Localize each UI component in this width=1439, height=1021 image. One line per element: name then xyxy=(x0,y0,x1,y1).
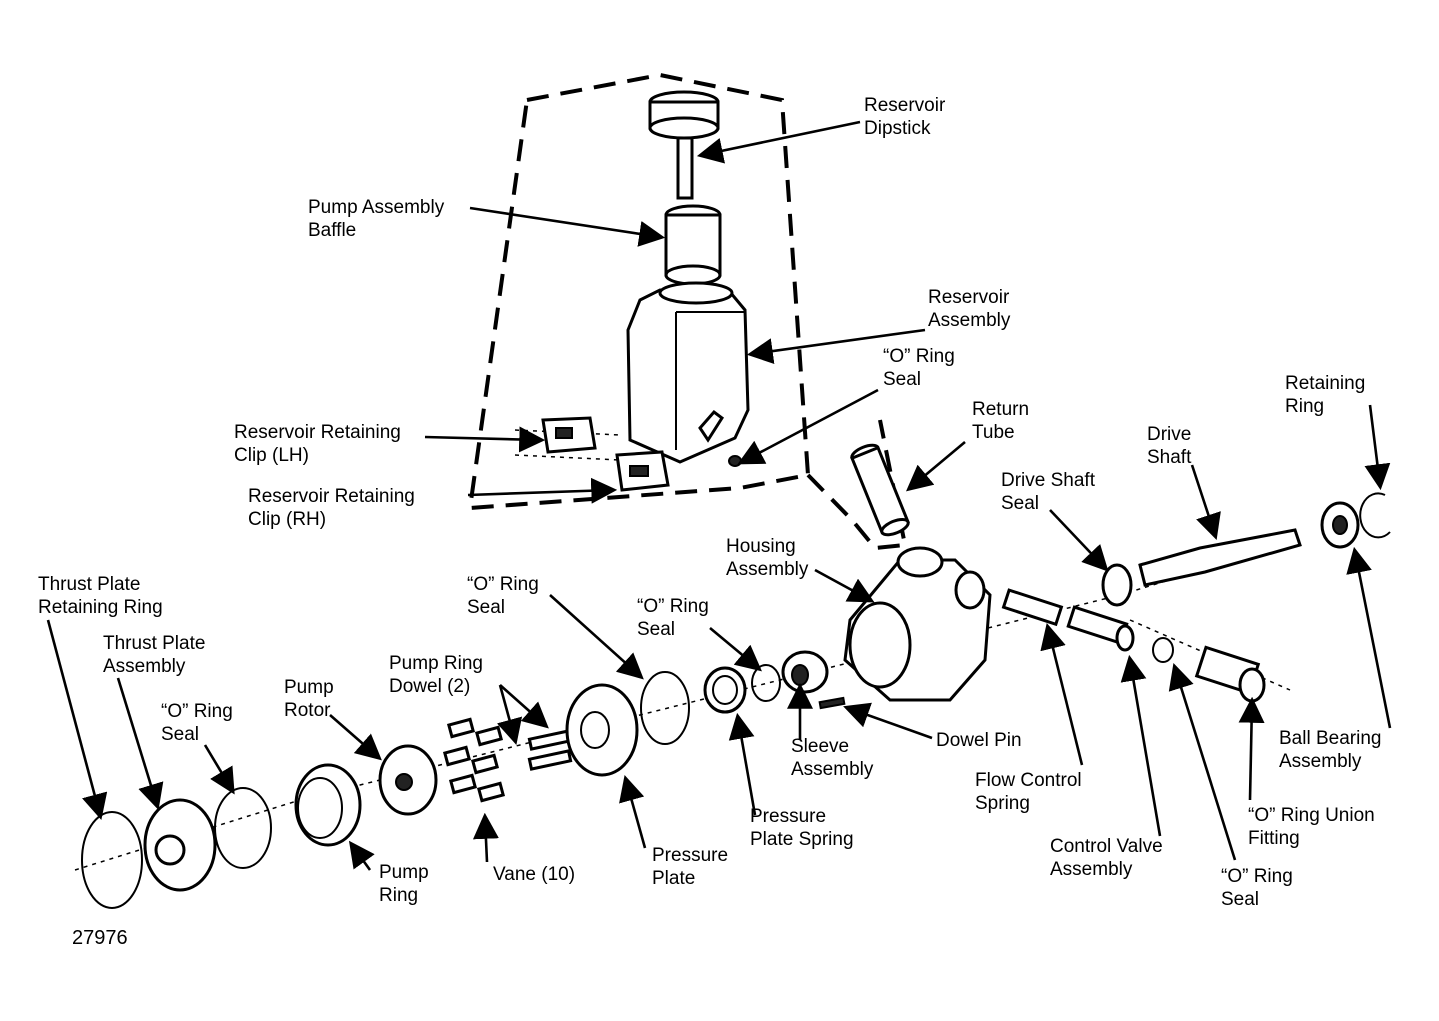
dowel-pin-part xyxy=(818,696,846,710)
thrust-plate-retaining-ring-part xyxy=(81,811,143,909)
o-ring-seal-left-part xyxy=(214,787,272,869)
reservoir-retaining-clip-lh-part xyxy=(541,416,597,454)
pump-ring-part xyxy=(294,763,362,847)
label-pump-rotor: Pump Rotor xyxy=(284,677,334,721)
label-pump-ring-dowel: Pump Ring Dowel (2) xyxy=(389,653,483,697)
thrust-plate-assembly-part xyxy=(143,798,217,892)
pump-assembly-baffle-part xyxy=(664,204,722,286)
label-ball-bearing-assembly: Ball Bearing Assembly xyxy=(1279,728,1382,772)
return-tube-part xyxy=(850,443,910,537)
label-sleeve-assembly: Sleeve Assembly xyxy=(791,736,874,780)
label-reservoir-dipstick: Reservoir Dipstick xyxy=(864,95,946,139)
drive-shaft-part xyxy=(1138,528,1302,587)
label-o-ring-seal-mid2: “O” Ring Seal xyxy=(637,596,709,640)
label-pump-assembly-baffle: Pump Assembly Baffle xyxy=(308,197,445,241)
label-retaining-ring: Retaining Ring xyxy=(1285,373,1366,417)
pressure-plate-spring-part xyxy=(703,666,747,714)
label-drive-shaft-seal: Drive Shaft Seal xyxy=(1001,470,1095,514)
vanes-part xyxy=(442,717,506,803)
sleeve-assembly-part xyxy=(781,650,829,694)
ball-bearing-assembly-part xyxy=(1320,501,1360,549)
top-o-ring-part xyxy=(728,455,742,467)
label-flow-control-spring: Flow Control Spring xyxy=(975,770,1082,814)
label-o-ring-seal-left: “O” Ring Seal xyxy=(161,701,233,745)
control-valve-assembly-part xyxy=(1066,605,1135,652)
label-drive-shaft: Drive Shaft xyxy=(1147,424,1192,468)
o-ring-seal-mid1-part xyxy=(640,671,690,745)
label-o-ring-seal-top: “O” Ring Seal xyxy=(883,346,955,390)
reservoir-dipstick-part xyxy=(648,90,720,200)
housing-assembly-part xyxy=(843,546,992,702)
reservoir-assembly-part xyxy=(626,281,750,464)
drive-shaft-seal-part xyxy=(1101,563,1133,607)
o-ring-union-fitting-part xyxy=(1194,645,1266,703)
label-return-tube: Return Tube xyxy=(972,399,1030,443)
reservoir-retaining-clip-rh-part xyxy=(615,450,670,492)
label-pump-ring: Pump Ring xyxy=(379,862,429,906)
label-reservoir-retaining-clip-lh: Reservoir Retaining Clip (LH) xyxy=(234,422,401,466)
label-dowel-pin: Dowel Pin xyxy=(936,730,1022,751)
o-ring-seal-mid2-part xyxy=(751,664,781,702)
label-pressure-plate: Pressure Plate xyxy=(652,845,729,889)
label-vane: Vane (10) xyxy=(493,864,576,885)
retaining-ring-part xyxy=(1359,492,1391,539)
label-control-valve-assembly: Control Valve Assembly xyxy=(1050,836,1163,880)
label-reservoir-assembly: Reservoir Assembly xyxy=(928,287,1011,331)
label-o-ring-seal-right: “O” Ring Seal xyxy=(1221,866,1293,910)
label-thrust-plate-retaining-ring: Thrust Plate Retaining Ring xyxy=(38,574,163,618)
label-o-ring-union-fitting: “O” Ring Union Fitting xyxy=(1248,805,1375,849)
o-ring-seal-right-part xyxy=(1152,637,1174,663)
pump-ring-dowel-part xyxy=(527,729,573,751)
pressure-plate-part xyxy=(565,683,639,777)
figure-number: 27976 xyxy=(72,927,128,949)
label-housing-assembly: Housing Assembly xyxy=(726,536,809,580)
flow-control-spring-part xyxy=(1001,588,1064,627)
label-pressure-plate-spring: Pressure Plate Spring xyxy=(750,806,854,850)
label-thrust-plate-assembly: Thrust Plate Assembly xyxy=(103,633,206,677)
label-reservoir-retaining-clip-rh: Reservoir Retaining Clip (RH) xyxy=(248,486,415,530)
label-o-ring-seal-mid1: “O” Ring Seal xyxy=(467,574,539,618)
pump-rotor-part xyxy=(378,744,438,816)
leader-lines xyxy=(46,120,1392,871)
